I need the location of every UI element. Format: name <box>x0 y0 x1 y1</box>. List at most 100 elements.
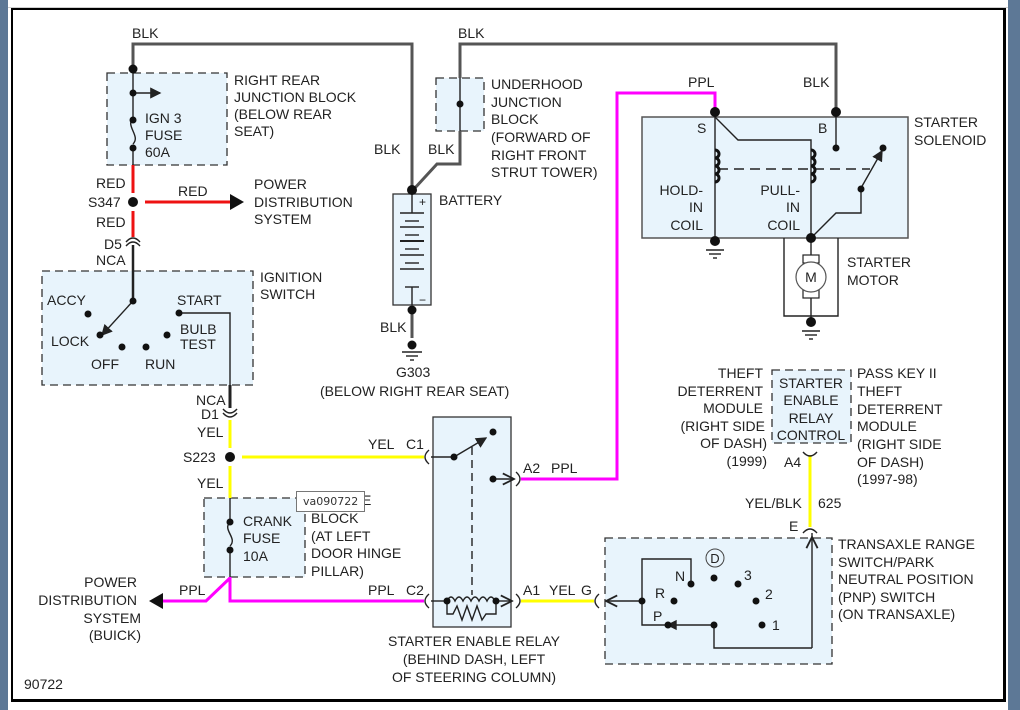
svg-text:PILLAR): PILLAR) <box>311 563 364 579</box>
svg-text:JUNCTION: JUNCTION <box>491 94 562 110</box>
connector-label: E <box>789 518 798 534</box>
svg-text:STARTER: STARTER <box>847 254 911 270</box>
svg-text:IN: IN <box>786 199 800 215</box>
svg-text:R: R <box>655 585 665 601</box>
window-scrollbar[interactable] <box>1008 0 1020 710</box>
svg-text:UNDERHOOD: UNDERHOOD <box>491 76 583 92</box>
diagram-id: 90722 <box>24 676 63 692</box>
svg-text:(1997-98): (1997-98) <box>857 471 918 487</box>
starter-motor-symbol <box>795 254 827 299</box>
svg-text:COIL: COIL <box>767 217 800 233</box>
svg-text:(BELOW RIGHT REAR SEAT): (BELOW RIGHT REAR SEAT) <box>320 383 509 399</box>
svg-text:DISTRIBUTION: DISTRIBUTION <box>254 194 353 210</box>
right-rear-junction-block <box>106 72 228 166</box>
svg-text:LOCK: LOCK <box>51 333 90 349</box>
svg-text:RIGHT REAR: RIGHT REAR <box>234 72 320 88</box>
connector-label: A4 <box>784 454 801 470</box>
starter-solenoid-box <box>641 116 909 239</box>
svg-text:RUN: RUN <box>145 356 175 372</box>
svg-text:STARTER: STARTER <box>914 114 978 130</box>
svg-text:1: 1 <box>772 617 780 633</box>
red-wires <box>131 165 230 237</box>
power-dist-arrow-icon <box>230 194 244 210</box>
wire-label: BLK <box>380 319 407 335</box>
svg-text:(RIGHT SIDE: (RIGHT SIDE <box>680 418 765 434</box>
starter-relay-labels: STARTER ENABLE RELAY (BEHIND DASH, LEFT … <box>388 633 561 685</box>
wire-label: YEL <box>549 582 576 598</box>
svg-text:OF DASH): OF DASH) <box>857 454 924 470</box>
svg-text:OF DASH): OF DASH) <box>700 435 767 451</box>
blk-wire-underhood-battery <box>412 131 462 191</box>
svg-text:(1999): (1999) <box>727 453 767 469</box>
junction-dots <box>84 64 887 629</box>
theft-module-1999-labels: THEFT DETERRENT MODULE (RIGHT SIDE OF DA… <box>677 365 767 469</box>
splice-s347 <box>128 197 138 207</box>
splice-label: S347 <box>88 194 121 210</box>
svg-text:MODULE: MODULE <box>857 418 917 434</box>
svg-text:BATTERY: BATTERY <box>439 192 503 208</box>
wire-label: YEL <box>368 436 395 452</box>
svg-text:(PNP) SWITCH: (PNP) SWITCH <box>838 589 935 605</box>
starter-motor-labels: STARTER MOTOR M <box>805 254 911 288</box>
svg-text:FUSE: FUSE <box>243 530 280 546</box>
svg-text:G303: G303 <box>396 364 430 380</box>
svg-text:CRANK: CRANK <box>243 513 293 529</box>
yel-wires <box>228 420 812 603</box>
svg-text:(BEHIND DASH, LEFT: (BEHIND DASH, LEFT <box>403 651 546 667</box>
wire-label: 625 <box>818 495 842 511</box>
wire-label: YEL <box>197 475 224 491</box>
svg-text:THEFT: THEFT <box>857 383 903 399</box>
svg-text:CONTROL: CONTROL <box>777 427 846 443</box>
svg-text:2: 2 <box>765 586 773 602</box>
wire-label: RED <box>178 183 208 199</box>
blk-wires <box>131 42 838 338</box>
svg-text:STARTER ENABLE RELAY: STARTER ENABLE RELAY <box>388 633 561 649</box>
connector-label: C2 <box>406 582 424 598</box>
connector-label: C1 <box>406 436 424 452</box>
crank-fuse-block <box>203 497 306 578</box>
svg-text:TRANSAXLE RANGE: TRANSAXLE RANGE <box>838 536 975 552</box>
svg-text:(AT LEFT: (AT LEFT <box>311 528 371 544</box>
svg-text:TEST: TEST <box>180 336 216 352</box>
svg-text:SWITCH/PARK: SWITCH/PARK <box>838 554 935 570</box>
wire-label: YEL/BLK <box>745 495 802 511</box>
wire-label: PPL <box>179 582 206 598</box>
ignition-switch-box <box>41 270 254 386</box>
underhood-jb-labels: UNDERHOOD JUNCTION BLOCK (FORWARD OF RIG… <box>491 76 598 180</box>
svg-text:BULB: BULB <box>180 321 217 337</box>
wire-label: RED <box>96 214 126 230</box>
svg-text:HOLD-: HOLD- <box>659 182 703 198</box>
svg-text:SYSTEM: SYSTEM <box>254 211 312 227</box>
svg-text:MODULE: MODULE <box>703 400 763 416</box>
svg-text:NEUTRAL POSITION: NEUTRAL POSITION <box>838 571 974 587</box>
splice-label: S223 <box>183 449 216 465</box>
wire-label: PPL <box>551 460 578 476</box>
connector-label: NCA <box>96 252 126 268</box>
ignition-switch-labels: IGNITION SWITCH ACCY LOCK OFF RUN START … <box>47 269 322 372</box>
wire-label: BLK <box>458 25 485 41</box>
wire-label: PPL <box>688 74 715 90</box>
svg-text:START: START <box>177 292 222 308</box>
svg-text:(RIGHT SIDE: (RIGHT SIDE <box>857 436 942 452</box>
ground-g303-labels: G303 (BELOW RIGHT REAR SEAT) <box>320 364 509 399</box>
svg-text:BLOCK: BLOCK <box>311 510 359 526</box>
window-left-edge <box>0 0 8 710</box>
wire-label: RED <box>96 175 126 191</box>
svg-text:ENABLE: ENABLE <box>783 392 838 408</box>
solenoid-coils <box>714 148 817 184</box>
svg-text:JUNCTION BLOCK: JUNCTION BLOCK <box>234 89 357 105</box>
svg-text:S: S <box>697 120 706 136</box>
svg-text:OFF: OFF <box>91 356 119 372</box>
battery-labels: BATTERY + − <box>419 192 503 307</box>
power-dist-buick-arrow-icon <box>149 593 163 609</box>
right-rear-jb-labels: RIGHT REAR JUNCTION BLOCK (BELOW REAR SE… <box>145 72 357 160</box>
connector-label: G <box>581 582 592 598</box>
wire-label: PPL <box>368 582 395 598</box>
wire-label: BLK <box>374 141 401 157</box>
svg-text:M: M <box>805 269 817 285</box>
connector-label: D5 <box>104 236 122 252</box>
wire-label: BLK <box>803 74 830 90</box>
svg-text:PULL-: PULL- <box>760 182 800 198</box>
svg-text:DETERRENT: DETERRENT <box>857 401 943 417</box>
